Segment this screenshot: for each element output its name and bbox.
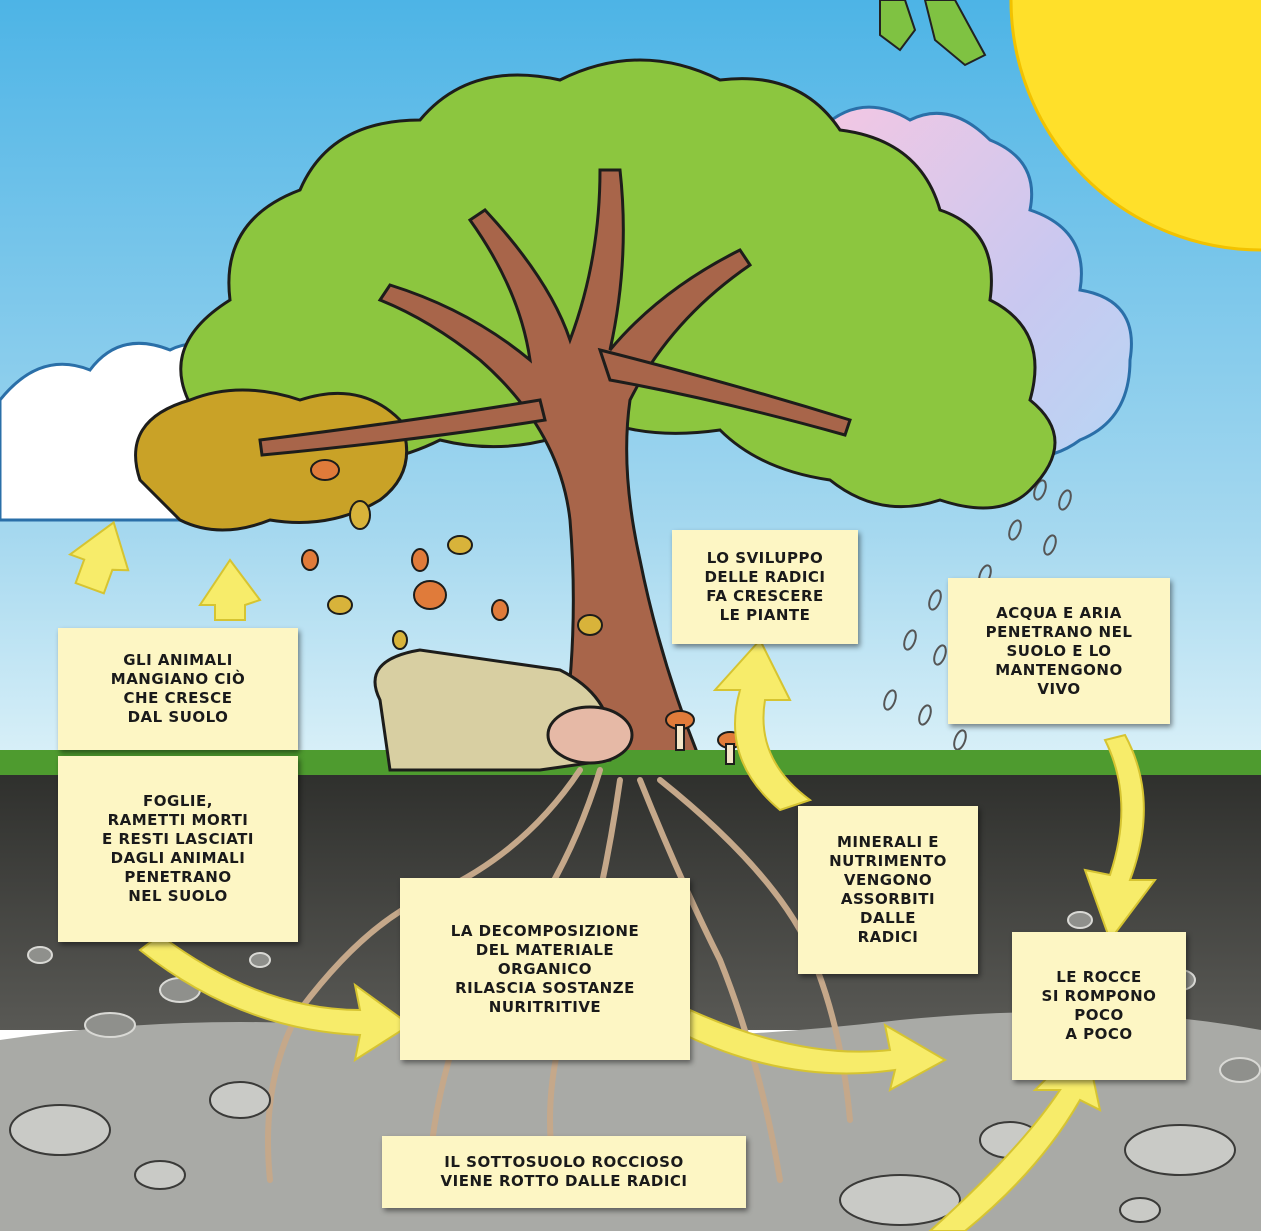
label-roots-growth: LO SVILUPPO DELLE RADICI FA CRESCERE LE … xyxy=(672,530,858,644)
label-water-air: ACQUA E ARIA PENETRANO NEL SUOLO E LO MA… xyxy=(948,578,1170,724)
label-leaves-penetrate: FOGLIE, RAMETTI MORTI E RESTI LASCIATI D… xyxy=(58,756,298,942)
rain-icon xyxy=(883,479,1072,751)
arrow-icon xyxy=(68,520,262,621)
rocky-subsoil xyxy=(0,1012,1261,1231)
rock-icon xyxy=(27,911,1261,1083)
label-decomposition: LA DECOMPOSIZIONE DEL MATERIALE ORGANICO… xyxy=(400,878,690,1060)
process-arrows xyxy=(138,638,1157,1231)
sun-icon xyxy=(1009,0,1261,252)
subsoil-rocks-icon xyxy=(9,1081,1236,1226)
label-animals-eat: GLI ANIMALI MANGIANO CIÒ CHE CRESCE DAL … xyxy=(58,628,298,750)
tree-icon xyxy=(134,58,1057,762)
label-rocks-break: LE ROCCE SI ROMPONO POCO A POCO xyxy=(1012,932,1186,1080)
label-subsoil: IL SOTTOSUOLO ROCCIOSO VIENE ROTTO DALLE… xyxy=(382,1136,746,1208)
falling-leaves-icon xyxy=(301,459,603,650)
label-minerals: MINERALI E NUTRIMENTO VENGONO ASSORBITI … xyxy=(798,806,978,974)
cow-icon xyxy=(373,648,634,772)
sneakers-icon xyxy=(879,0,987,67)
